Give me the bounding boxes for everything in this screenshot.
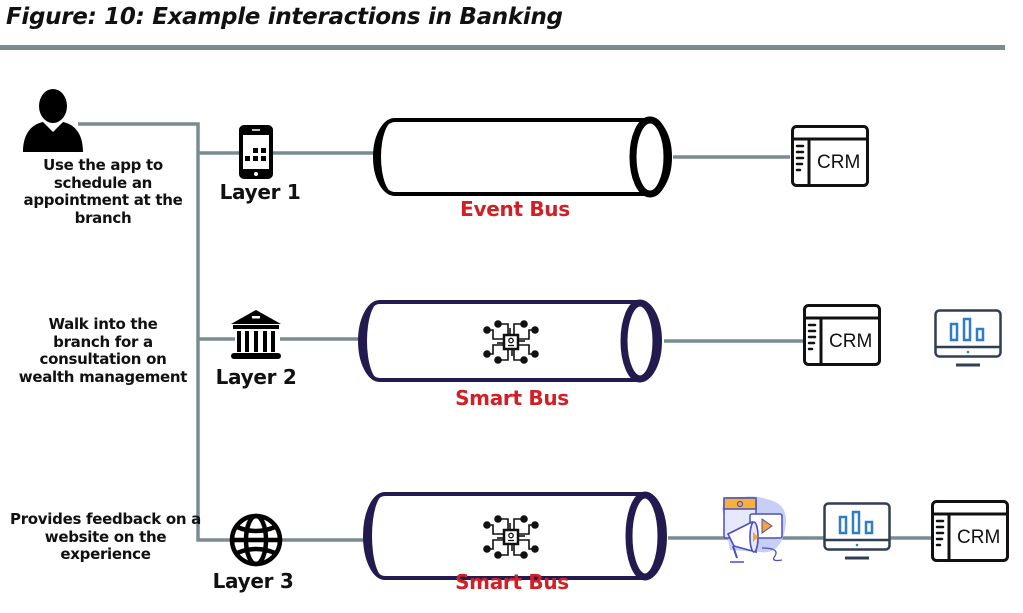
- marketing-media-icon: [722, 496, 786, 563]
- connector-lines: [78, 122, 935, 542]
- crm-label: CRM: [817, 152, 861, 173]
- event-bus-cylinder: [373, 116, 672, 198]
- figure-title: Figure: 10: Example interactions in Bank…: [6, 4, 563, 30]
- smart-bus-cylinder: [363, 491, 667, 581]
- smart-bus-cylinder: [358, 299, 662, 383]
- crm-label: CRM: [829, 331, 873, 352]
- layer-label: Layer 2: [215, 365, 297, 389]
- analytics-monitor-icon: [823, 502, 891, 560]
- bus-label: Smart Bus: [455, 570, 569, 594]
- analytics-monitor-icon: [934, 309, 1002, 367]
- interaction-description: Walk into the branch for a consultation …: [18, 315, 188, 386]
- user-icon: [23, 89, 83, 152]
- bank-icon: [231, 310, 281, 359]
- layer-label: Layer 3: [212, 569, 294, 593]
- interaction-description: Provides feedback on a website on the ex…: [10, 510, 201, 563]
- bus-label: Event Bus: [460, 197, 570, 221]
- actor-to-trunk-line: [78, 122, 235, 542]
- smartphone-icon: [239, 125, 273, 179]
- title-divider: [0, 45, 1005, 50]
- crm-label: CRM: [957, 527, 1001, 548]
- bus-label: Smart Bus: [455, 386, 569, 410]
- globe-icon: [229, 513, 283, 567]
- interaction-description: Use the app to schedule an appointment a…: [23, 156, 183, 227]
- layer-label: Layer 1: [219, 180, 301, 204]
